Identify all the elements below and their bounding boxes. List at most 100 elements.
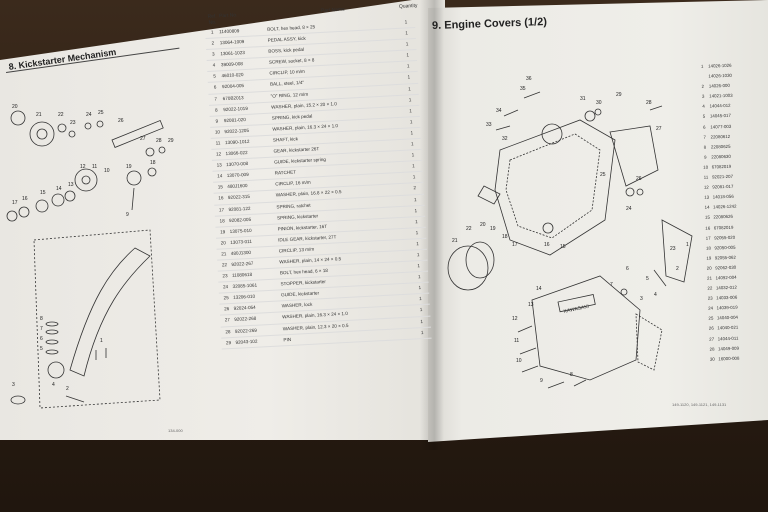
bolt-part (521, 365, 539, 373)
callout-label: 22 (466, 226, 472, 232)
callout-label: 4 (654, 292, 657, 298)
callout-label: 22 (58, 112, 64, 118)
cover-logo-plate (557, 294, 596, 313)
quantity-cell: 1 (413, 196, 417, 202)
ref-cell: 26 (224, 306, 230, 312)
circlip-part (158, 146, 166, 154)
callout-label: 9 (540, 378, 543, 384)
quantity-cell: 1 (420, 318, 424, 324)
callout-label: 7 (610, 282, 613, 288)
ratchet-hub (81, 175, 91, 185)
ref-cell: 8 (214, 107, 218, 113)
ref-cell: 6 (213, 84, 217, 91)
quantity-cell: 1 (412, 174, 416, 180)
washer-part (45, 349, 59, 355)
bolt-part (517, 325, 533, 333)
ref-cell: 13 (216, 162, 222, 168)
kick-shaft (111, 119, 164, 148)
bolt-part (65, 395, 85, 403)
washer-part (45, 329, 59, 335)
callout-label: 27 (656, 126, 662, 132)
callout-label: 29 (616, 92, 622, 98)
ref-cell: 9 (704, 154, 707, 160)
clutch-cover-gasket (635, 313, 663, 371)
quantity-cell: 1 (410, 130, 414, 136)
washer-part (147, 167, 157, 177)
callout-label: 6 (626, 266, 629, 272)
bolt-part (620, 288, 628, 296)
ref-cell: 2 (211, 40, 215, 46)
callout-label: 17 (12, 200, 18, 206)
part-number-cell: 92043-102 (235, 338, 258, 345)
callout-label: 12 (80, 164, 86, 170)
header-ref: Ref. No. (207, 13, 217, 26)
oring-part (45, 339, 59, 345)
callout-label: 27 (140, 136, 146, 142)
callout-label: 31 (580, 96, 586, 102)
callout-label: 8 (40, 316, 43, 322)
callout-label: 19 (126, 164, 132, 170)
callout-label: 9 (126, 212, 129, 218)
page-number: 134-000 (168, 428, 183, 433)
callout-label: 23 (670, 246, 676, 252)
callout-label: 2 (66, 386, 69, 392)
washer-part (10, 395, 26, 405)
quantity-cell: 1 (415, 218, 418, 224)
quantity-cell: 1 (408, 85, 411, 92)
quantity-cell: 2 (413, 185, 417, 191)
callout-label: 13 (528, 302, 534, 308)
engine-covers-diagram: KAWASAKI 3635343332313029282726252423222… (447, 76, 693, 389)
quantity-cell: 1 (412, 163, 415, 169)
rod-part (653, 269, 667, 287)
cap-oring (636, 188, 644, 196)
callout-label: 17 (512, 242, 518, 248)
quantity-cell: 1 (406, 52, 410, 58)
callout-label: 10 (516, 358, 522, 364)
ref-cell: 19 (706, 255, 712, 261)
ref-cell: 10 (703, 164, 709, 170)
quantity-cell: 1 (405, 41, 409, 47)
ref-cell: 22 (221, 262, 228, 268)
ref-cell: 23 (707, 295, 713, 301)
callout-label: 21 (36, 112, 42, 118)
callout-label: 1 (686, 242, 689, 248)
ref-cell: 19 (219, 228, 226, 235)
oil-plug (584, 110, 596, 122)
oil-seal (542, 222, 554, 234)
cap-part (625, 187, 635, 197)
callout-label: 20 (480, 222, 486, 228)
callout-label: 11 (92, 164, 97, 170)
ratchet-gear (74, 168, 98, 192)
ref-cell: 30 (709, 356, 715, 362)
ref-cell: 28 (709, 346, 715, 352)
ref-cell: 24 (708, 305, 714, 311)
callout-label: 14 (56, 186, 62, 192)
washer-part (57, 123, 67, 133)
quantity-cell: 1 (405, 30, 408, 36)
callout-label: 33 (486, 122, 492, 128)
callout-label: 11 (514, 338, 519, 344)
quantity-cell: 1 (404, 19, 408, 25)
ref-cell: 8 (703, 144, 707, 150)
gear-hub (36, 128, 48, 140)
ref-cell: 17 (705, 235, 711, 241)
ref-cell: 11 (703, 174, 709, 180)
ref-cell: 27 (709, 336, 715, 342)
ref-cell: 12 (215, 151, 222, 157)
bolt-part (519, 347, 537, 355)
callout-label: 25 (600, 172, 606, 178)
callout-label: 36 (526, 76, 532, 82)
callout-label: 5 (40, 346, 43, 352)
callout-label: 23 (70, 120, 76, 126)
header-part: Part No. (218, 12, 238, 20)
ref-cell: 15 (217, 184, 224, 190)
pedal-boss (47, 361, 65, 379)
callout-label: 5 (646, 276, 649, 282)
callout-label: 3 (12, 382, 15, 388)
circlip-part (145, 147, 155, 157)
washer-part (6, 210, 18, 222)
ref-cell: 29 (225, 339, 232, 345)
quantity-cell: 1 (411, 152, 415, 158)
callout-label: 16 (22, 196, 28, 202)
